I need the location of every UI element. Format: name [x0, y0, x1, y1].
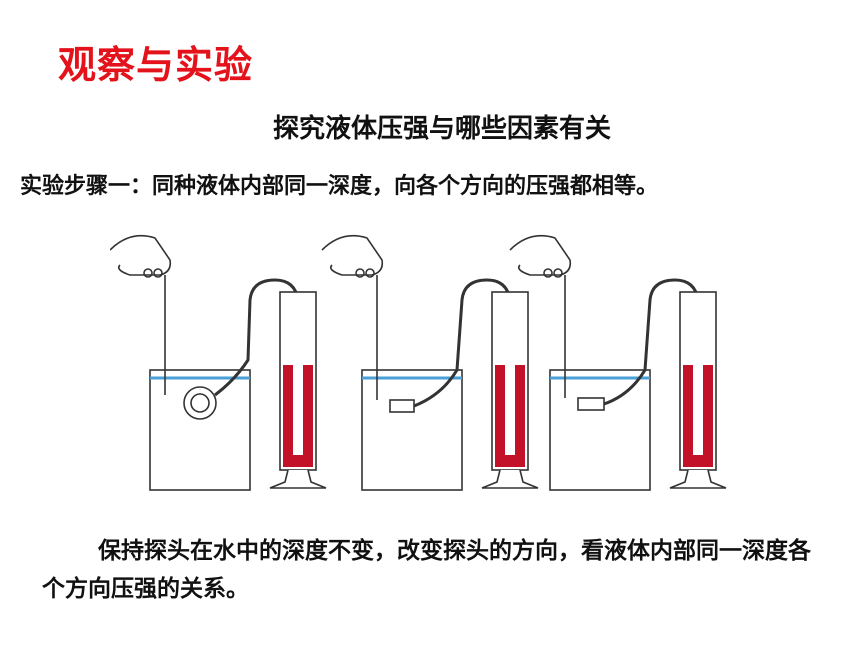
rubber-tube [413, 278, 512, 408]
hand-illustration [509, 234, 572, 276]
setup-3 [509, 234, 727, 491]
rubber-tube [603, 278, 700, 406]
setup-1 [110, 234, 327, 491]
hand-illustration [321, 234, 384, 276]
rubber-tube [214, 278, 300, 397]
beaker [549, 369, 651, 491]
slide-title: 观察与实验 [58, 43, 254, 87]
beaker [361, 369, 463, 491]
experiment-figure [110, 234, 727, 491]
setup-2 [321, 234, 539, 491]
step-one-text: 实验步骤一：同种液体内部同一深度，向各个方向的压强都相等。 [20, 174, 659, 199]
probe-sideways [183, 386, 217, 420]
instruction-paragraph: 保持探头在水中的深度不变，改变探头的方向，看液体内部同一深度各个方向压强的关系。 [42, 538, 811, 602]
hand-illustration [110, 234, 172, 276]
experiment-subtitle: 探究液体压强与哪些因素有关 [272, 114, 611, 144]
beaker [149, 369, 251, 491]
